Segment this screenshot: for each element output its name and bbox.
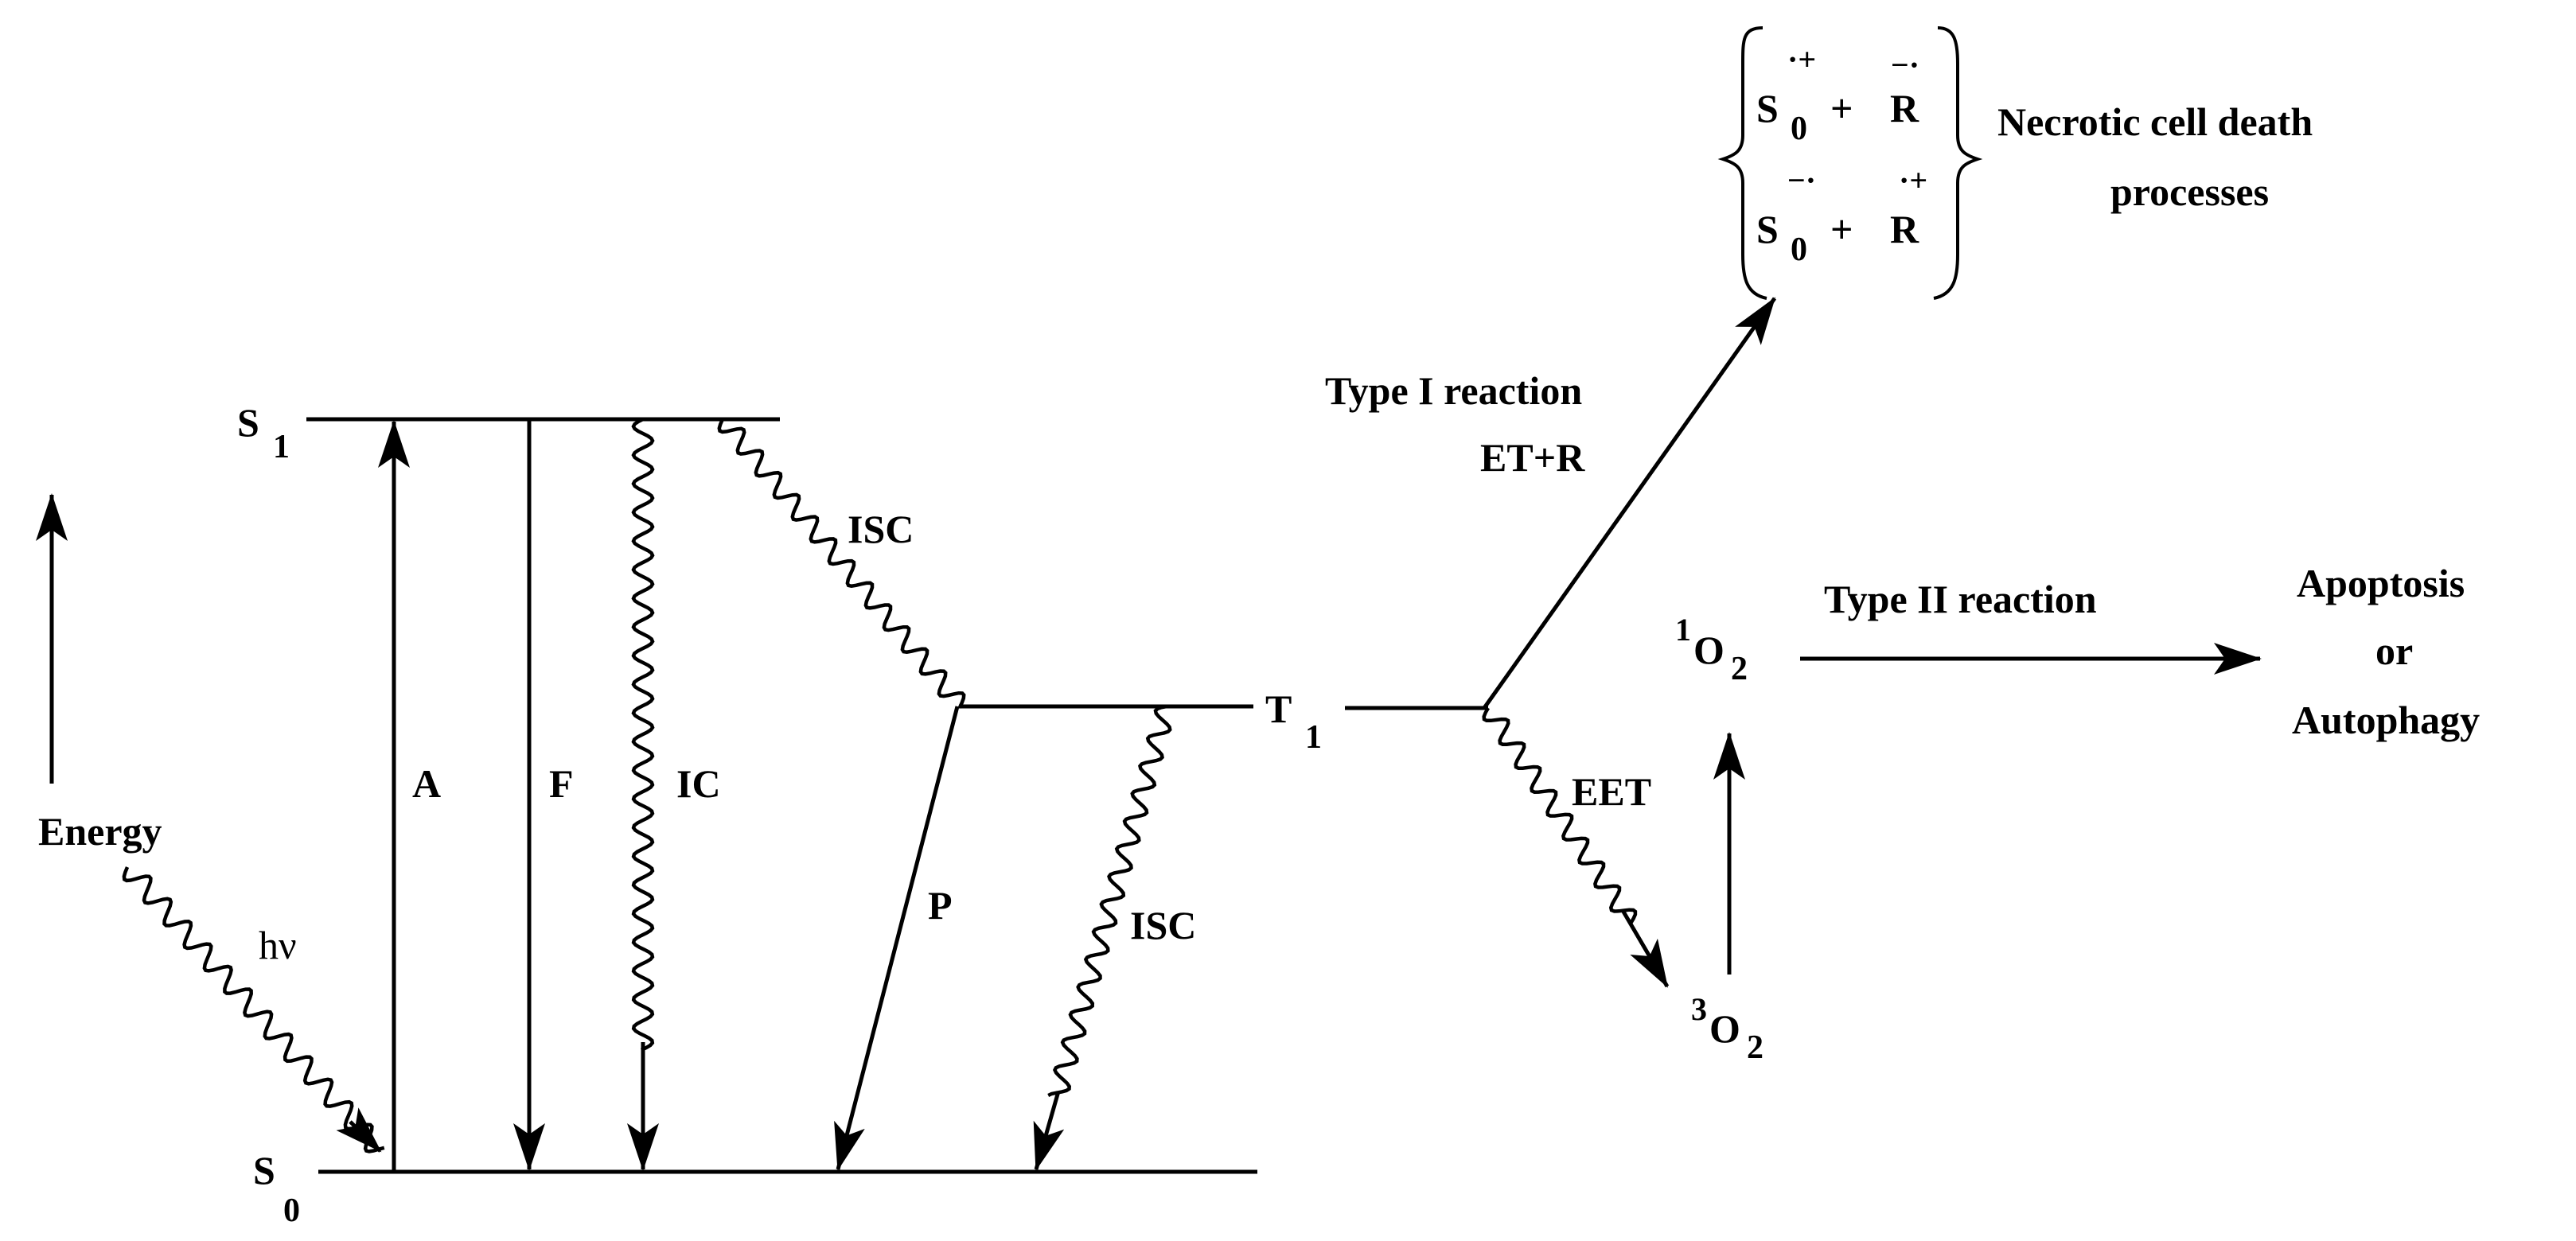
photon-hv-label: hν [259,923,297,967]
s0-label: S 0 [253,1148,300,1229]
species1-s-sub: 0 [1791,111,1807,147]
isc-t1-s0-arrowhead [1033,1091,1065,1171]
type-ii-reaction-label: Type II reaction [1824,577,2097,621]
isc-s1-t1-label: ISC [848,507,914,551]
isc-t1-s0-label: ISC [1130,903,1196,947]
species1-plus: + [1830,86,1853,130]
apoptosis-label: Apoptosis [2297,561,2465,605]
singlet-oxygen-sup: 1 [1675,612,1691,648]
product-species-2: S 0 −· + R ·+ [1756,162,1927,268]
triplet-oxygen-sup: 3 [1691,991,1707,1027]
s1-label-sub: 1 [273,429,290,465]
species2-r: R [1890,207,1919,251]
type-i-reaction-label: Type I reaction [1325,368,1582,413]
species1-r: R [1890,86,1919,130]
singlet-oxygen: 1 O 2 [1675,612,1748,687]
species1-s-sup: ·+ [1787,41,1816,77]
phosphorescence-arrow [834,706,960,1171]
isc-t1-s0-wavy [1047,704,1172,1098]
autophagy-label: Autophagy [2292,698,2480,742]
photon-arrowhead [336,1107,382,1153]
s0-label-main: S [253,1148,275,1192]
isc-s1-t1-wavy [717,418,966,709]
t1-label-sub: 1 [1305,719,1322,756]
phosphorescence-label: P [928,883,953,928]
type-i-products: S 0 ·+ + R −· S 0 −· + R ·+ [1717,26,1983,300]
t1-label: T 1 [1265,687,1322,756]
fluorescence-label: F [549,761,574,806]
species2-r-sup: ·+ [1899,162,1927,198]
photon-wavy-arrow [122,866,385,1153]
absorption-label: A [412,761,441,806]
right-brace [1933,26,1983,300]
species1-r-sup: −· [1891,47,1919,83]
or-label: or [2375,628,2413,673]
product-species-1: S 0 ·+ + R −· [1756,41,1919,147]
triplet-oxygen: 3 O 2 [1691,991,1763,1066]
species2-s: S [1756,207,1779,251]
species1-s: S [1756,86,1779,130]
necrotic-label-line2: processes [2110,169,2269,214]
triplet-oxygen-main: O [1709,1006,1740,1051]
singlet-oxygen-sub: 2 [1731,651,1748,687]
energy-label: Energy [38,809,162,854]
eet-wavy [1482,706,1638,924]
type-i-reaction-arrow [1482,297,1777,710]
eet-label: EET [1572,769,1651,814]
species2-plus: + [1830,207,1853,251]
singlet-oxygen-main: O [1693,628,1724,672]
internal-conversion-wavy [631,417,655,1052]
species2-s-sub: 0 [1791,231,1807,268]
species2-s-sup: −· [1787,162,1816,198]
type-i-et-r-label: ET+R [1480,435,1585,480]
triplet-oxygen-sub: 2 [1747,1029,1763,1066]
t1-label-main: T [1265,687,1292,731]
s1-label-main: S [237,400,259,445]
s1-label: S 1 [237,400,290,465]
left-brace [1717,26,1767,300]
necrotic-label-line1: Necrotic cell death [1997,99,2313,144]
s0-label-sub: 0 [283,1192,300,1229]
internal-conversion-label: IC [676,761,721,806]
eet-arrowhead [1621,910,1670,988]
